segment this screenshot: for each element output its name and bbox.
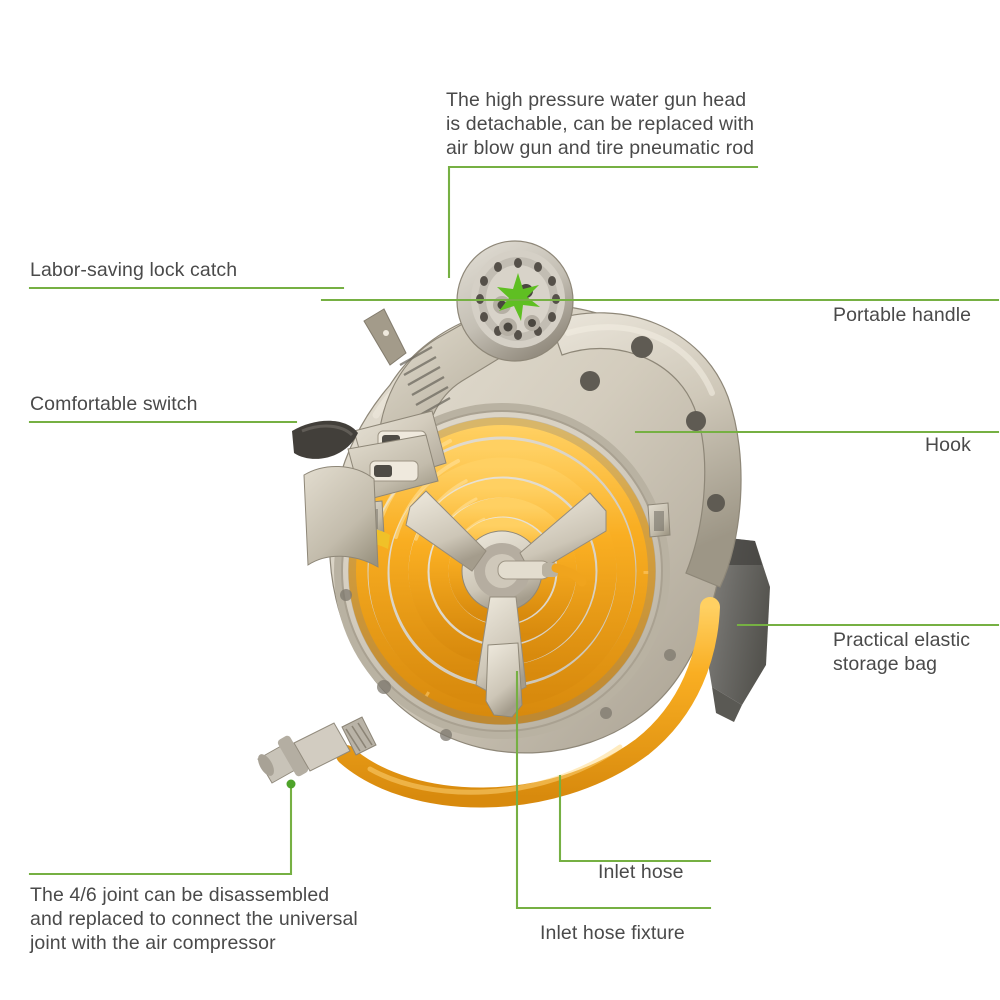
callout-inlet-hose: Inlet hose [598,861,684,883]
hook-part [647,502,671,538]
callout-inlet-hose-fixture: Inlet hose fixture [540,922,685,944]
crank-handle [405,490,607,700]
portable-handle-part [549,312,742,588]
callout-four-six-joint: The 4/6 joint can be disassembled and re… [30,884,358,954]
quick-joint-part [257,716,377,784]
callout-storage-bag: Practical elastic storage bag [833,629,971,675]
water-gun-body [292,291,516,568]
callout-hook: Hook [925,434,971,456]
product-photo [250,235,790,835]
callout-lock-catch: Labor-saving lock catch [30,259,238,281]
inlet-hose-fixture-part [485,642,523,718]
callout-gun-head: The high pressure water gun head is deta… [446,89,755,159]
callout-comfortable-switch: Comfortable switch [30,393,198,415]
nozzle-sparkle-marker [497,273,540,321]
spray-nozzle-head [456,240,574,362]
callout-portable-handle: Portable handle [833,304,972,326]
